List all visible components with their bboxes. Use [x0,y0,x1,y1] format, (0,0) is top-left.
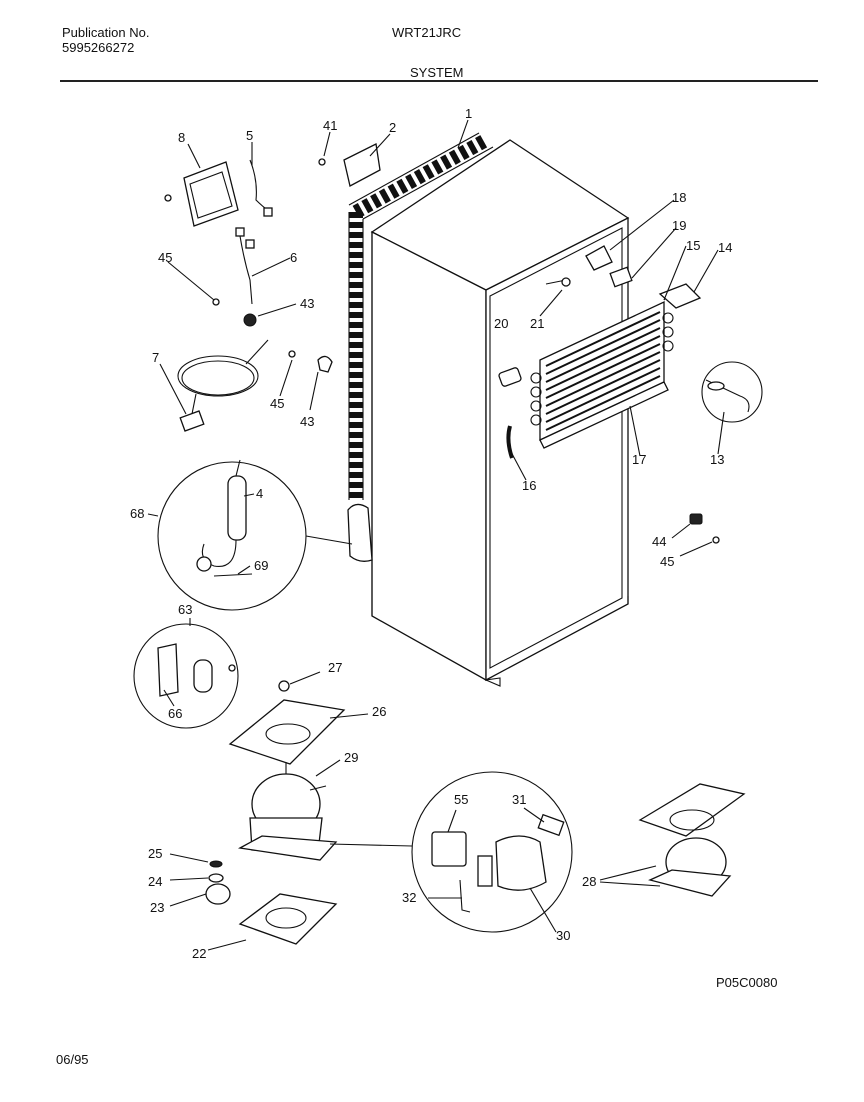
compressor-29 [237,762,413,861]
relay-inset [411,771,573,933]
publication-number: 5995266272 [62,40,135,55]
callout-8: 8 [178,130,185,145]
callout-69: 69 [254,558,268,573]
callout-24: 24 [148,874,162,889]
callout-29: 29 [344,750,358,765]
callout-41: 41 [323,118,337,133]
callout-28: 28 [582,874,596,889]
callout-17: 17 [632,452,646,467]
callout-43-upper: 43 [300,296,314,311]
callout-45-right: 45 [660,554,674,569]
nut-27 [278,680,290,692]
callout-19: 19 [672,218,686,233]
condenser-coil [347,132,494,562]
callout-labels: 1 2 41 5 8 45 6 43 7 45 43 18 19 15 14 2… [130,106,732,961]
header-rule [60,80,818,82]
callout-13: 13 [710,452,724,467]
thermostat-bracket [585,245,613,271]
callout-31: 31 [512,792,526,807]
clip-21 [545,277,571,287]
capacitor-inset [133,623,239,729]
callout-30: 30 [556,928,570,943]
compressor-assembly-28 [638,783,746,897]
callout-45-middle: 45 [270,396,284,411]
callout-26: 26 [372,704,386,719]
callout-1: 1 [465,106,472,121]
callout-20: 20 [494,316,508,331]
callout-25: 25 [148,846,162,861]
callout-4: 4 [256,486,263,501]
callout-6: 6 [290,250,297,265]
callout-63: 63 [178,602,192,617]
leader-lines [147,119,725,951]
wiring-harness-5-6 [235,159,273,327]
model-number: WRT21JRC [392,25,462,40]
drier-detail-inset [157,459,353,611]
grommet-stack [205,860,231,905]
callout-44: 44 [652,534,666,549]
callout-68: 68 [130,506,144,521]
base-plate-22 [238,893,338,945]
callout-22: 22 [192,946,206,961]
callout-45-upper: 45 [158,250,172,265]
callout-43-lower: 43 [300,414,314,429]
callout-14: 14 [718,240,732,255]
section-title: SYSTEM [410,65,464,80]
screw-44-45 [689,513,720,544]
callout-5: 5 [246,128,253,143]
callout-16: 16 [522,478,536,493]
diagram-code: P05C0080 [716,975,778,990]
clip-43 [317,355,333,373]
drain-pan-26 [228,699,346,765]
callout-15: 15 [686,238,700,253]
evaporator [530,290,699,449]
switch-20 [498,367,522,387]
callout-27: 27 [328,660,342,675]
screws-45 [164,158,326,358]
callout-23: 23 [150,900,164,915]
defrost-timer-mount [609,266,633,288]
page-date: 06/95 [56,1052,89,1067]
refrigerator-cabinet [370,139,630,687]
callout-18: 18 [672,190,686,205]
publication-label: Publication No. [62,25,150,40]
callout-2: 2 [389,120,396,135]
callout-32: 32 [402,890,416,905]
heat-exchanger-tube [658,283,702,309]
drier-inset [701,361,763,423]
callout-7: 7 [152,350,159,365]
callout-55: 55 [454,792,468,807]
cover-plate-8 [183,161,239,227]
callout-21: 21 [530,316,544,331]
callout-66: 66 [168,706,182,721]
heater-16 [506,425,514,459]
power-cord-7 [177,339,269,432]
